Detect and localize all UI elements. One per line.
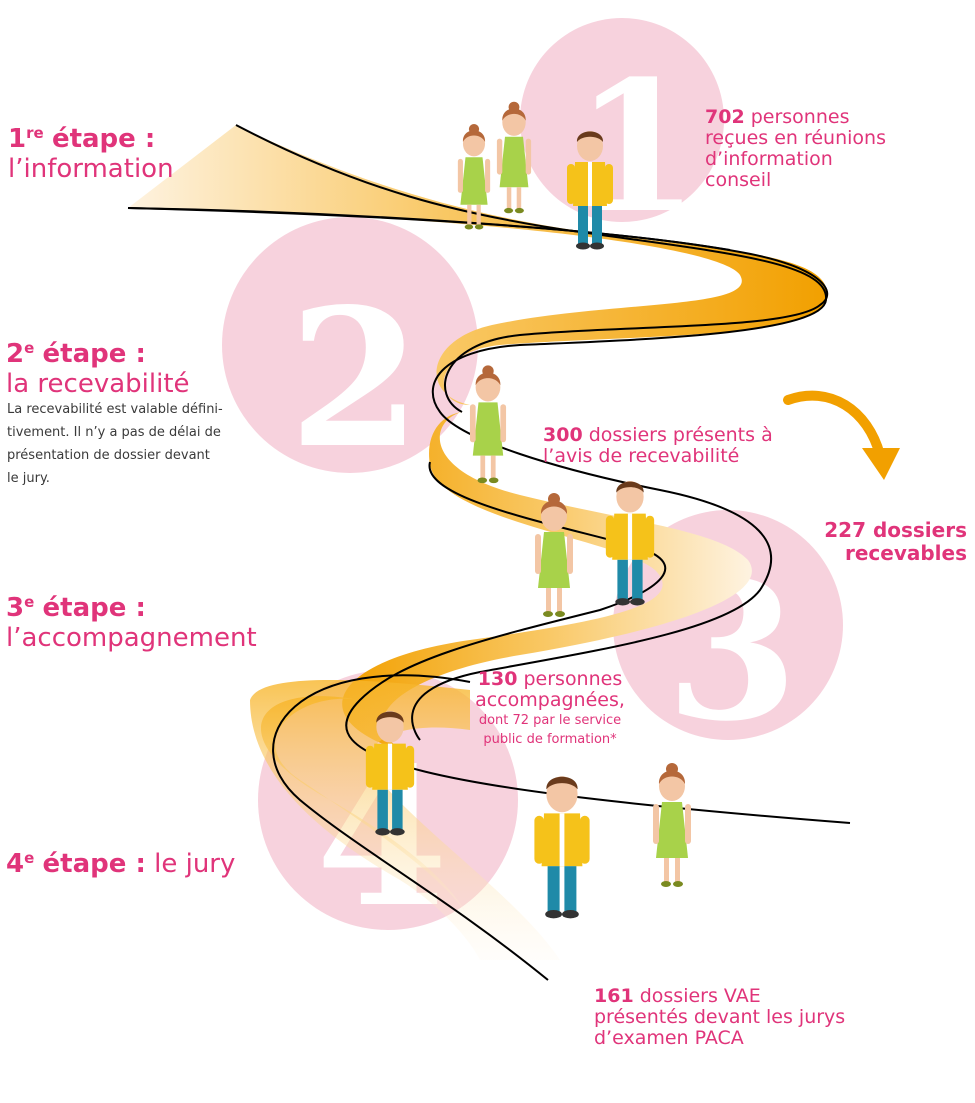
step-2-description: La recevabilité est valable défini- tive… [7,402,223,486]
curved-arrow [783,390,900,480]
step-1-title: 1re étape : l’information [8,124,174,184]
man-figure [605,481,655,606]
step-circle-1: 1 [520,18,724,253]
step-3-name: l’accompagnement [6,623,257,653]
step-4-name: le jury [154,849,236,879]
step-4-title: 4e étape : le jury [6,849,236,879]
step-3-title: 3e étape : l’accompagnement [6,593,257,653]
woman-figure [457,124,491,230]
step-1-name: l’information [8,154,174,184]
step-2-name: la recevabilité [6,369,190,399]
stat-300: 300 dossiers présents à l’avis de receva… [543,424,773,467]
stat-702: 702 personnes reçues en réunions d’infor… [705,106,886,191]
step-2-title: 2e étape : la recevabilité [6,339,190,399]
man-figure [365,711,415,836]
man-figure [567,131,613,250]
woman-figure [469,365,507,484]
recevables-result: 227 dossiers recevables [824,518,967,565]
stat-130: 130 personnes accompagnées, dont 72 par … [475,668,625,748]
step-digit-2: 2 [289,267,421,490]
stat-161: 161 dossiers VAE présentés devant les ju… [594,985,846,1049]
step-circle-2: 2 [222,217,478,490]
woman-figure [653,763,691,887]
woman-figure [535,493,573,617]
woman-figure [496,101,532,214]
figures-group [365,101,691,919]
winding-road [127,124,851,981]
man-figure [534,776,590,919]
